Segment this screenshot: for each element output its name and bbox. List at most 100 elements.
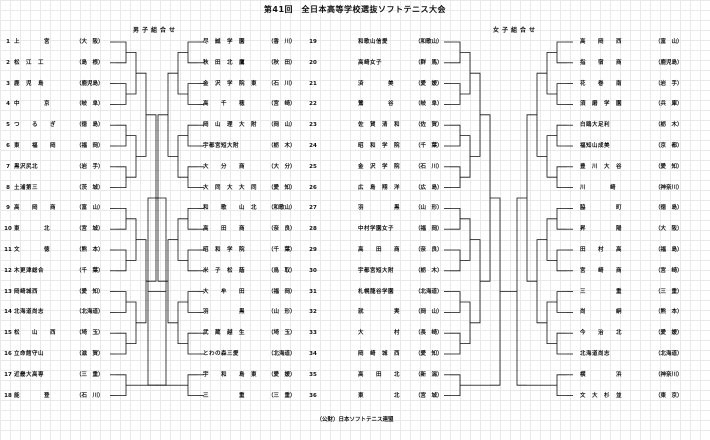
school-name: 宇 和 島 東 <box>203 371 258 378</box>
prefecture: （大 分） <box>268 163 296 170</box>
school-name: 東 北 <box>14 226 51 233</box>
prefecture: （秋 田） <box>268 59 296 66</box>
girls-right-entry: 尚 絅（熊 本） <box>0 307 710 317</box>
prefecture: （香 川） <box>268 39 296 45</box>
school-name: つ る ぎ <box>14 122 57 129</box>
seed-number: 7 <box>6 163 10 170</box>
school-name: 昇 陽 <box>580 226 623 233</box>
prefecture: （和歌山） <box>268 205 296 212</box>
prefecture: （長 崎） <box>415 330 443 337</box>
girls-left-entry: 大 村（長 崎） <box>0 328 710 338</box>
school-name: 和歌山信愛 <box>358 39 389 45</box>
prefecture: （宮 城） <box>76 226 104 233</box>
prefecture: （三 重） <box>268 392 296 399</box>
prefecture: （広 島） <box>415 184 443 191</box>
school-name: 高 田 商 <box>203 226 246 233</box>
school-name: 花 巻 南 <box>580 80 623 87</box>
seed-number: 30 <box>309 267 317 274</box>
school-name: 高 岡 商 <box>14 205 57 212</box>
girls-right-entry: 須 磨 学 園（兵 庫） <box>0 99 710 109</box>
prefecture: （千 葉） <box>76 267 104 274</box>
school-name: 秋 田 北 鷹 <box>203 59 246 66</box>
school-name: 札幌龍谷学園 <box>358 288 395 295</box>
seed-number: 21 <box>309 80 317 87</box>
school-name: 脇 町 <box>580 205 623 212</box>
prefecture: （鹿児島） <box>655 59 683 66</box>
prefecture: （栃 木） <box>415 267 443 274</box>
girls-right-entry: 指 宿 商 （鹿児島） <box>0 58 710 68</box>
girls-left-entry: 済 美（愛 媛） <box>0 79 710 89</box>
school-name: 就 実 <box>358 309 401 316</box>
school-name: 高 田 北 <box>358 371 401 378</box>
girls-right-entry: 川 崎（神奈川） <box>0 183 710 193</box>
girls-right-entry: 花 巻 南（岩 手） <box>0 79 710 89</box>
girls-right-entry: 三 重（三 重） <box>0 287 710 297</box>
seed-number: 34 <box>309 351 317 357</box>
school-name: 指 宿 商 <box>580 59 623 66</box>
girls-left-entry: 宇都宮短大附 （栃 木） <box>0 266 710 276</box>
girls-right-entry: 昇 陽（大 阪） <box>0 224 710 234</box>
school-name: 岡崎城西 <box>14 288 39 295</box>
prefecture: （北海道） <box>415 288 443 295</box>
school-name: 横 浜 <box>580 371 623 378</box>
prefecture: （新 潟） <box>415 371 443 378</box>
girls-left-entry: 鶯 谷（岐 阜） <box>0 99 710 109</box>
seed-number: 32 <box>309 309 317 316</box>
girls-right-entry: 田 村 高（福 島） <box>0 245 710 255</box>
prefecture: （佐 賀） <box>415 122 443 129</box>
girls-left-entry: 就 実（岡 山） <box>0 307 710 317</box>
school-name: 尽 誠 学 園 <box>203 39 246 45</box>
boys-section-label: 男子組合せ <box>133 27 179 34</box>
prefecture: （群 馬） <box>415 59 443 66</box>
school-name: 松 山 西 <box>14 330 57 337</box>
seed-number: 13 <box>4 288 12 295</box>
school-name: 木更津総合 <box>14 267 45 274</box>
seed-number: 15 <box>4 330 12 337</box>
school-name: 高崎女子 <box>358 59 383 66</box>
prefecture: （栃 木） <box>268 143 296 149</box>
prefecture: （徳 島） <box>655 205 683 212</box>
seed-number: 8 <box>6 184 10 191</box>
prefecture: （神奈川） <box>655 371 683 378</box>
school-name: 昭 和 学 院 <box>203 247 246 253</box>
school-name: 金 沢 学 院 <box>358 163 401 170</box>
school-name: とわの森三愛 <box>203 351 240 357</box>
prefecture: （石 川） <box>268 80 296 87</box>
school-name: 宇都宮短大附 <box>358 267 395 274</box>
prefecture: （岐 阜） <box>415 101 443 108</box>
seed-number: 24 <box>309 143 317 149</box>
bracket-match-line <box>480 114 491 282</box>
school-name: 宮 崎 商 <box>580 267 623 274</box>
prefecture: （岡 山） <box>268 122 296 129</box>
school-name: 高 千 穂 <box>203 101 246 108</box>
seed-number: 14 <box>4 309 12 316</box>
school-name: 和 歌 山 北 <box>203 205 258 212</box>
girls-right-entry: 白鴎大足利（栃 木） <box>0 120 710 130</box>
seed-number: 9 <box>6 205 10 212</box>
school-name: 近畿大高専 <box>14 371 45 378</box>
prefecture: （鹿児島） <box>76 80 104 87</box>
school-name: 広 島 翔 洋 <box>358 184 401 191</box>
school-name: 昭 和 学 院 <box>358 143 401 149</box>
school-name: 立命館守山 <box>14 351 45 357</box>
school-name: 高 田 商 <box>358 247 401 253</box>
prefecture: （茨 城） <box>76 184 104 191</box>
seed-number: 31 <box>309 288 317 295</box>
girls-right-entry: 北海道尚志（北海道） <box>0 349 710 359</box>
seed-number: 33 <box>309 330 317 337</box>
school-name: 済 美 <box>358 80 395 87</box>
school-name: 北海道尚志 <box>14 309 45 316</box>
prefecture: （奈 良） <box>415 247 443 253</box>
